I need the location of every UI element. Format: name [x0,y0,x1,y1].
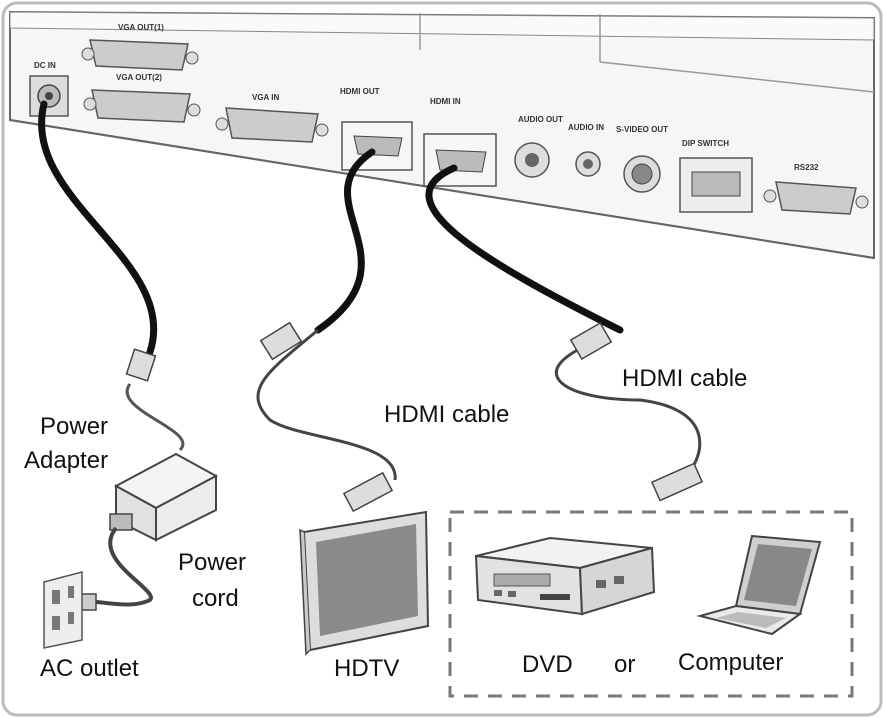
or-label: or [614,651,635,678]
hdmi-port-icon [341,121,413,171]
audio-jack-icon [514,142,550,178]
audio-in-label: AUDIO IN [568,123,604,132]
vga-out-1-label: VGA OUT(1) [118,23,164,32]
power-adapter-label-line2: Adapter [24,447,108,474]
vga-in-label: VGA IN [252,93,279,102]
hdmi-in-label: HDMI IN [430,97,461,106]
dc-in-label: DC IN [34,61,56,70]
computer-label: Computer [678,649,783,676]
rs232-label: RS232 [794,163,819,172]
svideo-out-port: S-VIDEO OUT [616,125,668,193]
hdmi-out-label: HDMI OUT [340,87,380,96]
hdmi-cable-1-label: HDMI cable [384,401,509,428]
dip-switch-port: DIP SWITCH [679,139,753,213]
svideo-out-label: S-VIDEO OUT [616,125,668,134]
source-devices-box [448,510,854,698]
vga-port-icon [83,89,201,123]
vga-out-2-label: VGA OUT(2) [116,73,162,82]
ac-outlet-label: AC outlet [40,655,139,682]
svideo-port-icon [623,155,661,193]
vga-out-2-port: VGA OUT(2) [83,73,201,123]
dip-switch-label: DIP SWITCH [682,139,729,148]
audio-in-port: AUDIO IN [568,123,604,177]
hdtv-icon [299,510,430,656]
power-adapter-icon [109,452,219,542]
hdmi-cable-1 [256,148,397,513]
vga-in-port: VGA IN [215,93,329,143]
audio-out-label: AUDIO OUT [518,115,563,124]
hdmi-out-port: HDMI OUT [340,87,413,171]
hdmi-cable-2 [425,164,704,502]
dc-jack-icon [29,75,69,117]
hdtv-label: HDTV [334,655,399,682]
dip-switch-icon [679,157,753,213]
vga-port-icon [81,39,199,71]
power-adapter-label-line1: Power [40,413,108,440]
power-cord-label-line1: Power [178,549,246,576]
hdmi-cable-2-label: HDMI cable [622,365,747,392]
laptop-icon [696,534,822,636]
audio-out-port: AUDIO OUT [514,115,563,178]
vga-port-icon [215,107,329,143]
rs232-port-icon [763,181,869,215]
power-dc-cable [38,100,185,452]
audio-jack-icon [575,151,601,177]
vga-out-1-port: VGA OUT(1) [81,23,199,71]
power-cord-label-line2: cord [192,585,239,612]
rs232-port: RS232 [763,163,869,215]
ac-outlet-icon [43,571,83,649]
dvd-label: DVD [522,651,573,678]
dvd-player-icon [474,536,656,616]
